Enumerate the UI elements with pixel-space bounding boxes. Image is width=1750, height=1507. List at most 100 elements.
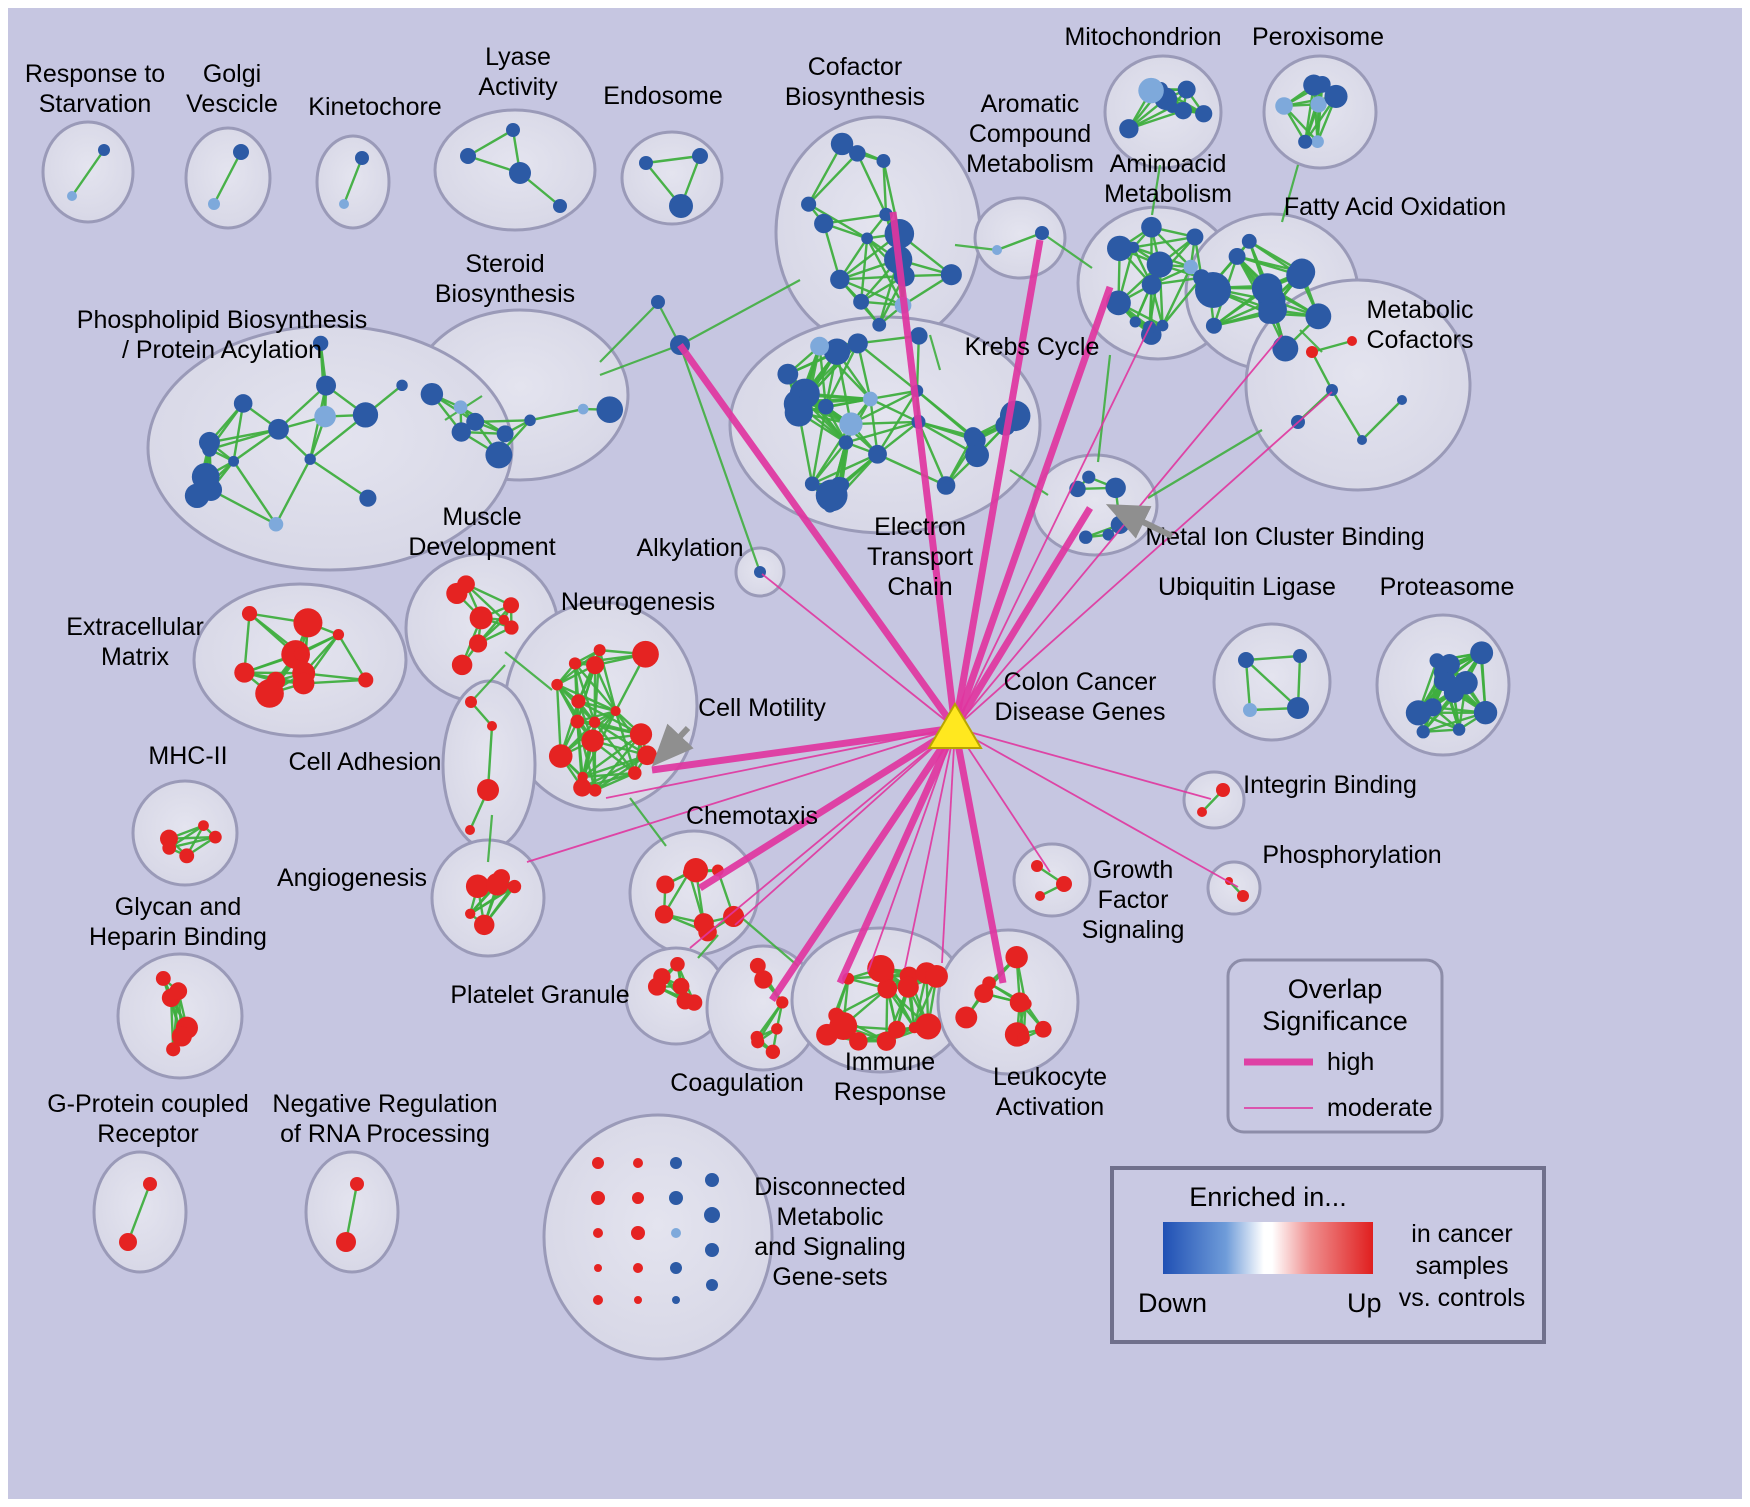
gene-set-node — [1035, 891, 1045, 901]
gene-set-node — [568, 657, 582, 670]
gene-set-node — [888, 1020, 906, 1039]
gene-set-node — [692, 148, 708, 164]
cluster-label-electron-transport-chain-krebs-cycle: Transport — [867, 543, 973, 571]
gene-set-node — [119, 1233, 137, 1251]
gene-set-node — [671, 1228, 681, 1238]
gene-set-node — [234, 662, 255, 683]
gene-set-node — [594, 1264, 602, 1272]
gene-set-node — [1237, 890, 1249, 902]
gene-overlap-edge — [1244, 659, 1252, 711]
gene-set-node — [358, 672, 374, 688]
gene-set-node — [465, 874, 490, 899]
gene-set-node — [507, 881, 518, 892]
gene-set-node — [268, 418, 289, 440]
gene-set-node — [67, 191, 77, 201]
cluster-disconnected-metabolic-and-signaling-gene-sets — [542, 1113, 774, 1361]
gene-set-node — [876, 1031, 897, 1051]
gene-overlap-edge — [274, 458, 312, 525]
gene-set-node — [1005, 946, 1028, 969]
cluster-label-electron-transport-chain-krebs-cycle: Krebs Cycle — [965, 333, 1100, 361]
gene-set-node — [1138, 77, 1164, 104]
gene-set-node — [628, 766, 642, 780]
gene-overlap-edge — [576, 721, 584, 778]
gene-set-node — [596, 396, 624, 423]
gene-set-node — [593, 1295, 603, 1305]
gene-set-node — [823, 499, 837, 513]
gene-overlap-edge — [876, 390, 919, 455]
gene-set-node — [1141, 216, 1162, 238]
gene-set-node — [1405, 700, 1431, 726]
disease-overlap-edge-high — [698, 725, 957, 891]
gene-set-node — [610, 705, 621, 717]
cluster-label-leukocyte-activation: Activation — [996, 1093, 1104, 1121]
gene-overlap-edge — [467, 128, 514, 158]
cluster-label-golgi-vescicle: Vescicle — [186, 90, 278, 118]
cluster-label-g-protein-coupled-receptor: Receptor — [97, 1120, 198, 1148]
cluster-label-muscle-development: Muscle — [442, 503, 521, 531]
gene-set-node — [830, 269, 850, 290]
gene-overlap-edge — [645, 154, 701, 165]
gene-set-node — [829, 476, 849, 496]
gene-set-node — [396, 379, 408, 392]
gene-set-node — [1156, 319, 1169, 332]
disease-overlap-edge-moderate — [954, 727, 1051, 873]
inter-cluster-edge — [629, 797, 667, 847]
disease-overlap-edge-moderate — [941, 727, 956, 964]
gene-set-node — [765, 1044, 781, 1060]
cluster-label-extracellular-matrix: Extracellular — [66, 613, 204, 641]
enrichment-legend: Enriched in... Down Up in cancer samples… — [1110, 1166, 1546, 1344]
disease-overlap-edge-moderate — [526, 727, 956, 863]
gene-set-node — [474, 914, 495, 936]
gene-set-node — [830, 132, 854, 156]
gene-set-node — [704, 1207, 720, 1223]
gene-set-node — [171, 1026, 192, 1047]
gene-set-node — [861, 232, 873, 245]
gene-set-node — [1357, 435, 1367, 445]
gene-set-node — [706, 1279, 718, 1291]
cluster-label-lyase-activity: Activity — [478, 73, 558, 101]
gene-overlap-edge — [877, 453, 947, 487]
gene-set-node — [847, 333, 868, 354]
overlap-legend-box — [1226, 958, 1444, 1134]
gene-set-node — [466, 412, 485, 431]
gene-set-node — [639, 156, 653, 170]
gene-set-node — [1186, 228, 1204, 246]
cluster-label-aminoacid-metabolism: Metabolism — [1104, 180, 1232, 208]
disease-overlap-edge-moderate — [867, 727, 956, 973]
gene-set-node — [198, 820, 209, 832]
cluster-label-negative-regulation-of-rna-processing: of RNA Processing — [280, 1120, 490, 1148]
gene-overlap-edge — [210, 488, 277, 526]
gene-set-node — [849, 1032, 868, 1051]
gene-overlap-edge — [582, 754, 648, 779]
cluster-label-peroxisome: Peroxisome — [1252, 23, 1384, 51]
gene-set-node — [1310, 96, 1327, 113]
gene-set-node — [879, 207, 893, 222]
cluster-label-muscle-development: Development — [408, 533, 555, 561]
gene-set-node — [633, 1263, 643, 1273]
gene-overlap-edge — [866, 237, 905, 306]
gene-overlap-edge — [1316, 84, 1324, 142]
gene-set-node — [570, 714, 585, 729]
gene-set-node — [573, 778, 592, 797]
gene-set-node — [705, 1243, 719, 1257]
cluster-label-aminoacid-metabolism: Aminoacid — [1110, 150, 1227, 178]
inter-cluster-edge — [697, 934, 719, 959]
overlap-significance-legend: Overlap Significance high moderate — [1226, 958, 1444, 1134]
gene-set-node — [208, 830, 222, 844]
gene-set-node — [1174, 101, 1192, 120]
gene-set-node — [654, 905, 674, 924]
gene-set-node — [1228, 247, 1246, 265]
gene-set-node — [1031, 860, 1043, 872]
gene-overlap-edge — [232, 460, 277, 525]
cluster-label-cofactor-biosynthesis: Cofactor — [808, 53, 902, 81]
gene-set-node — [1293, 649, 1307, 663]
gene-set-node — [551, 678, 563, 691]
gene-set-node — [553, 199, 567, 213]
cluster-growth-factor-signaling — [1012, 842, 1092, 918]
gene-set-node — [1056, 876, 1072, 892]
gene-set-node — [1238, 652, 1254, 668]
gene-set-node — [1127, 241, 1140, 254]
cluster-label-proteasome: Proteasome — [1380, 573, 1515, 601]
connector-node — [651, 295, 665, 309]
gene-overlap-edge — [1161, 266, 1192, 327]
